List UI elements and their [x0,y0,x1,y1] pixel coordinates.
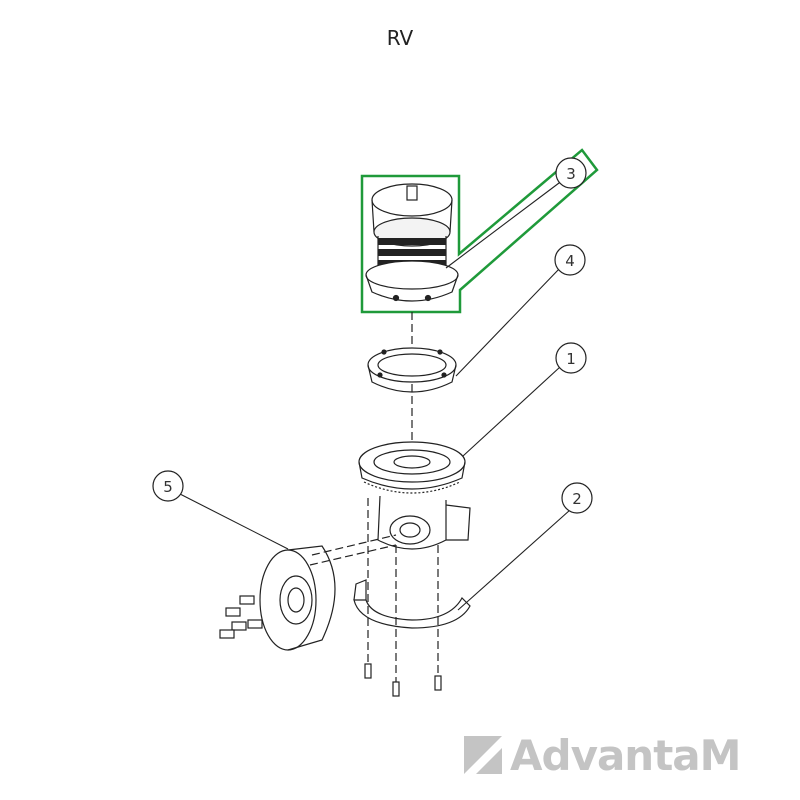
part-2-bracket [353,579,471,629]
brand-logo: AdvantaM [462,730,741,780]
part-4-ring [367,347,457,393]
callout-2: 2 [561,482,593,514]
svg-text:2: 2 [572,490,582,508]
part-5-wheel [219,545,336,651]
logo-text: AdvantaM [510,730,741,780]
callout-3: 3 [555,157,587,189]
svg-text:4: 4 [565,252,575,270]
svg-text:5: 5 [163,478,173,496]
callout-1: 1 [555,342,587,374]
highlight-frame [360,148,599,314]
callout-5: 5 [152,470,184,502]
callout-4: 4 [554,244,586,276]
diagram-title: RV [386,26,414,50]
svg-text:3: 3 [566,165,576,183]
svg-text:1: 1 [566,350,576,368]
part-1-gear-housing [358,441,471,550]
logo-mark-icon [464,736,502,774]
part-3-motor [365,183,459,302]
